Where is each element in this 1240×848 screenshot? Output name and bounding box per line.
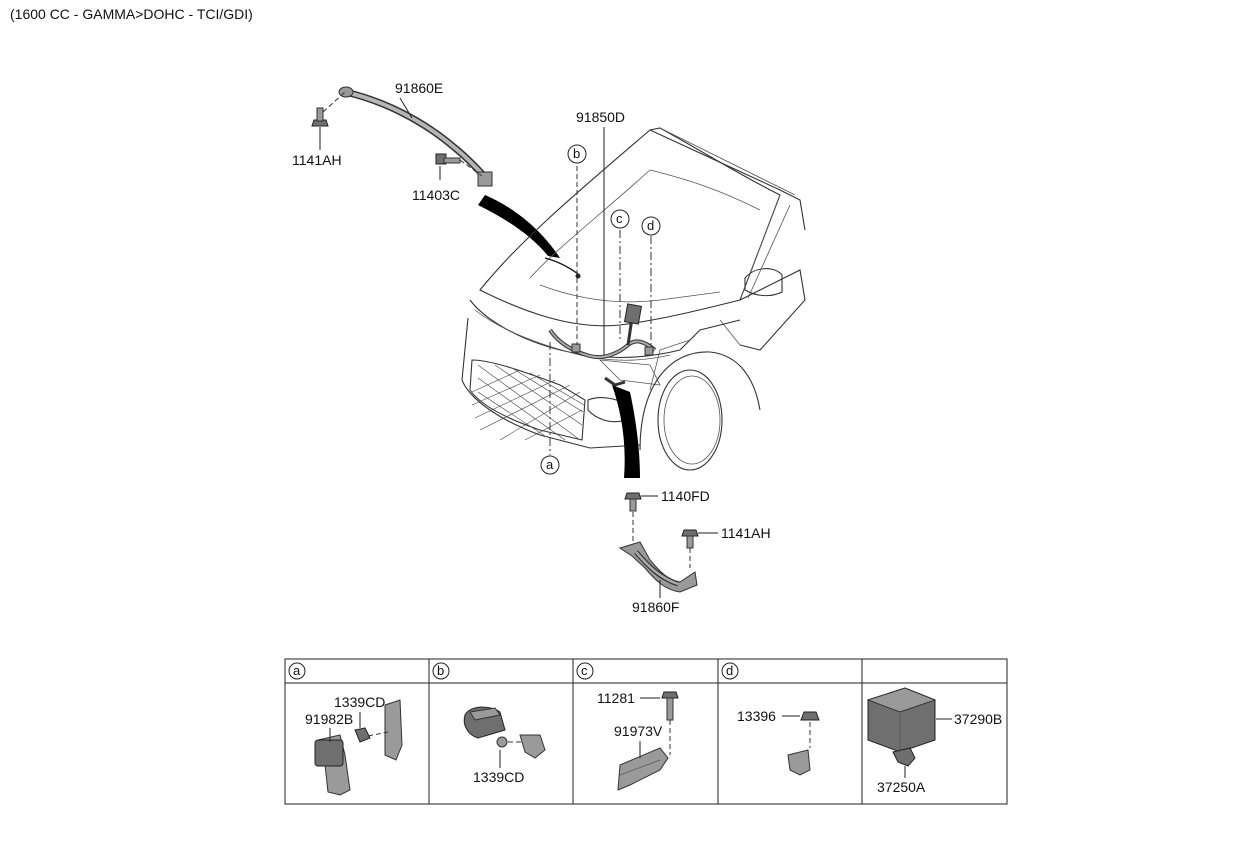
table-header-c-text: c xyxy=(581,663,588,678)
cell-e-parts[interactable] xyxy=(866,687,937,767)
cell-d-parts[interactable] xyxy=(787,711,820,776)
vehicle-front-outline xyxy=(461,127,806,471)
battery-cable-bottom[interactable] xyxy=(618,541,698,598)
diagram-heading: (1600 CC - GAMMA>DOHC - TCI/GDI) xyxy=(10,6,253,22)
detail-table: a b c d xyxy=(284,658,1008,805)
callout-a-text: a xyxy=(546,457,554,472)
cell-a-label-1339cd: 1339CD xyxy=(334,694,385,710)
cell-e-label-37250a: 37250A xyxy=(877,779,926,795)
callout-d[interactable] xyxy=(641,216,661,236)
bolt-1140fd[interactable] xyxy=(624,492,658,545)
label-91860e: 91860E xyxy=(395,80,443,96)
callout-b[interactable] xyxy=(567,144,587,164)
cell-c-label-11281: 11281 xyxy=(597,690,635,706)
callout-c[interactable] xyxy=(610,209,630,229)
bolt-1141ah-bottom[interactable] xyxy=(681,529,718,568)
table-header-b xyxy=(432,662,450,680)
table-header-d xyxy=(721,662,739,680)
table-header-b-text: b xyxy=(437,663,444,678)
callout-a[interactable] xyxy=(540,455,560,475)
label-1141ah-bottom: 1141AH xyxy=(721,525,771,541)
cell-b-parts[interactable] xyxy=(463,706,546,759)
cell-c-parts[interactable] xyxy=(617,691,679,791)
cell-d-label-13396: 13396 xyxy=(737,708,776,724)
table-header-a xyxy=(288,662,306,680)
callout-b-text: b xyxy=(573,146,580,161)
label-11403c: 11403C xyxy=(412,187,460,203)
bolt-11403c[interactable] xyxy=(435,153,483,180)
table-header-d-text: d xyxy=(726,663,733,678)
battery-cable-top[interactable] xyxy=(338,86,493,187)
cell-e-label-37290b: 37290B xyxy=(954,711,1002,727)
label-1141ah-top: 1141AH xyxy=(292,152,342,168)
label-1140fd: 1140FD xyxy=(661,488,710,504)
callout-d-text: d xyxy=(647,218,654,233)
callout-c-text: c xyxy=(616,211,623,226)
table-header-a-text: a xyxy=(293,663,301,678)
wire-harness-91850d[interactable] xyxy=(544,257,657,387)
bolt-1141ah-top[interactable] xyxy=(311,91,346,150)
cell-b-label-1339cd: 1339CD xyxy=(473,769,524,785)
table-header-c xyxy=(576,662,594,680)
label-91860f: 91860F xyxy=(632,599,679,615)
cell-a-parts[interactable] xyxy=(314,699,403,796)
label-91850d: 91850D xyxy=(576,109,625,125)
cell-c-label-91973v: 91973V xyxy=(614,723,663,739)
cell-a-label-91982b: 91982B xyxy=(305,711,353,727)
